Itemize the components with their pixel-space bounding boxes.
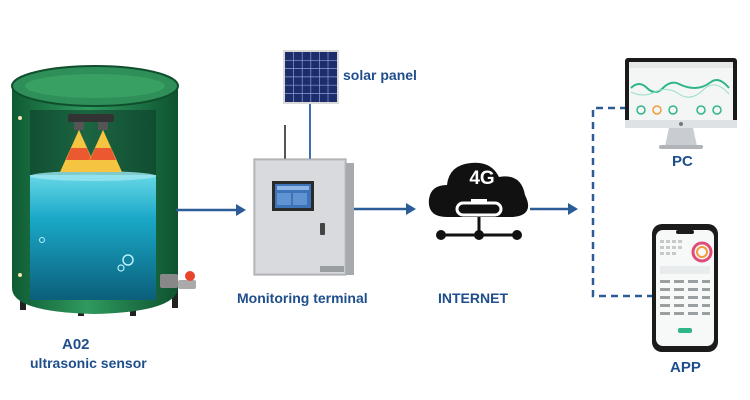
ultrasonic-sensor-icon <box>60 130 122 172</box>
monitoring-terminal-label: Monitoring terminal <box>237 290 368 306</box>
water-tank-icon <box>11 65 196 316</box>
sensor-model-label: A02 <box>62 336 90 353</box>
solar-cable <box>309 104 311 166</box>
pc-label: PC <box>672 153 693 170</box>
arrow-right-icon <box>176 204 246 216</box>
cloud-4g-badge: 4G <box>469 168 495 189</box>
solar-panel-label: solar panel <box>343 67 417 83</box>
sensor-type-label: ultrasonic sensor <box>30 355 147 371</box>
arrow-right-icon <box>354 203 416 215</box>
desktop-monitor-icon <box>625 58 737 149</box>
internet-label: INTERNET <box>438 290 508 306</box>
monitoring-terminal-icon <box>253 125 354 276</box>
arrow-right-icon <box>530 203 578 215</box>
app-label: APP <box>670 359 701 376</box>
cloud-4g-icon <box>428 162 529 240</box>
smartphone-icon <box>652 224 718 352</box>
dashed-connector <box>591 106 657 298</box>
solar-panel-icon <box>283 50 339 104</box>
